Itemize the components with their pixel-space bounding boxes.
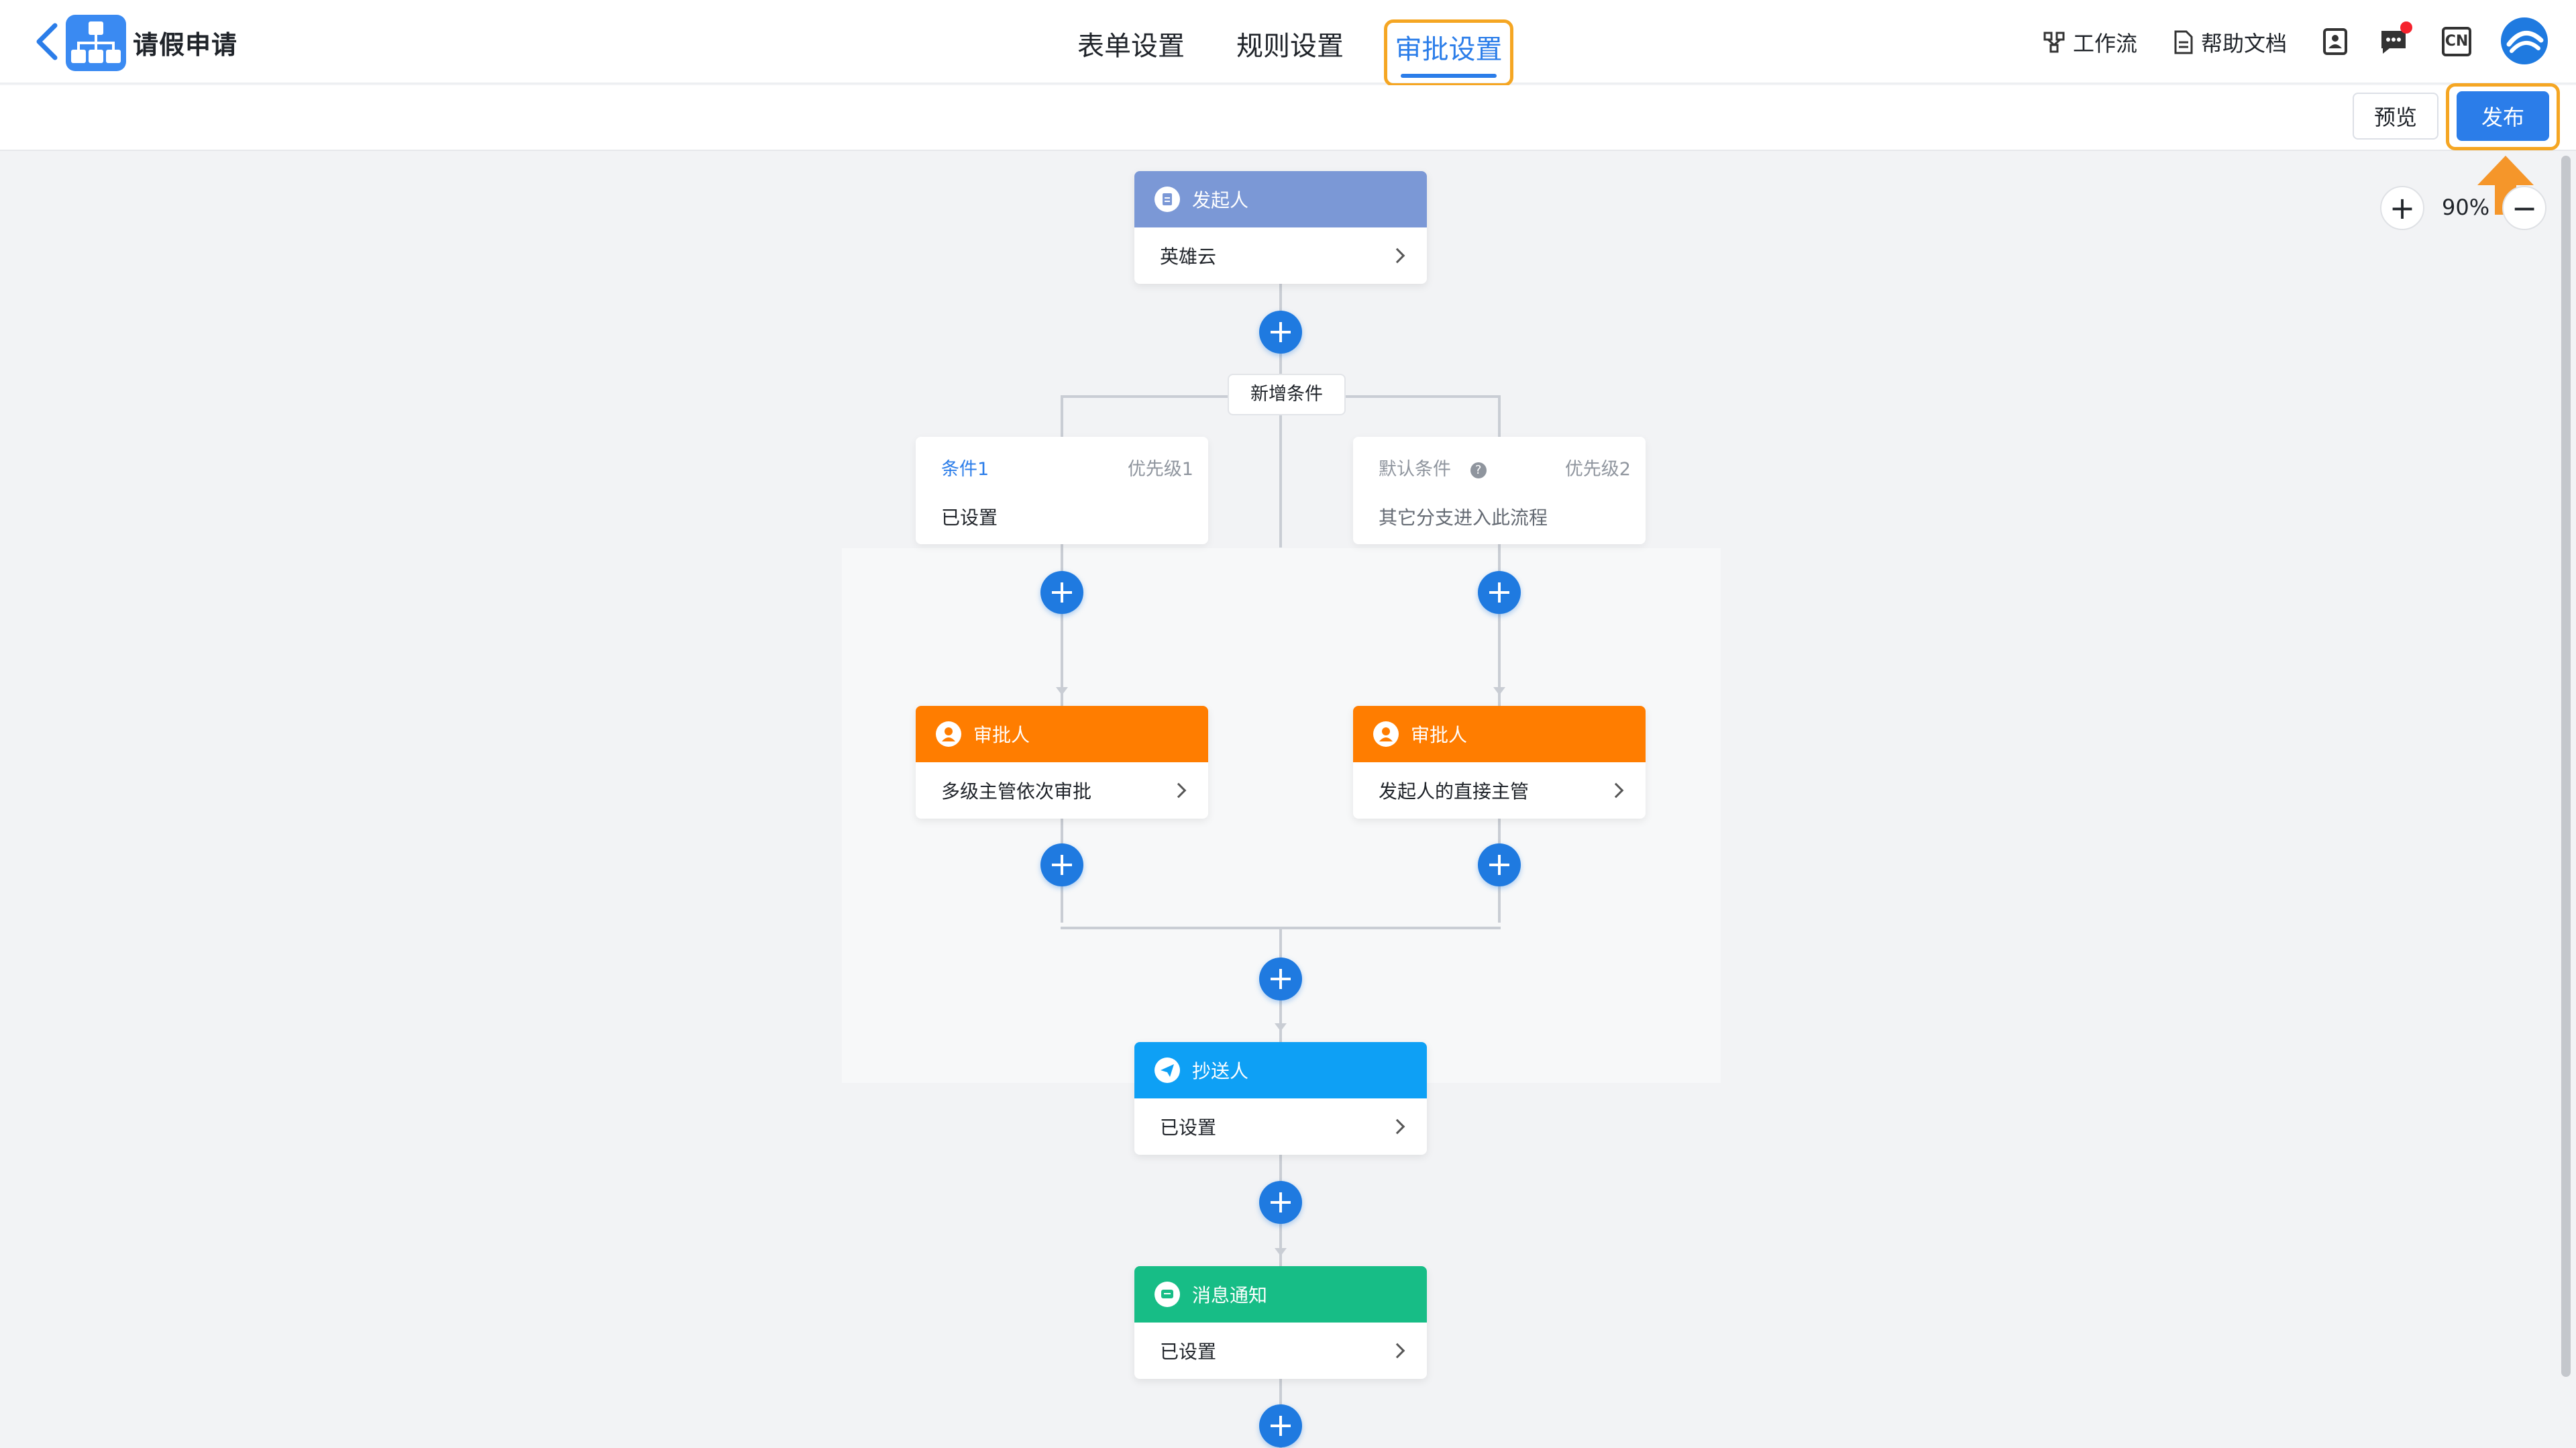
approver-title: 审批人 <box>1411 724 1468 746</box>
connector-line <box>1498 395 1501 450</box>
initiator-node[interactable]: 发起人 英雄云 <box>1134 171 1427 284</box>
approver-node-header: 审批人 <box>916 706 1208 762</box>
language-label: CN <box>2445 33 2469 50</box>
condition-priority: 优先级2 <box>1564 459 1631 480</box>
language-switch[interactable]: CN <box>2442 27 2471 56</box>
zoom-out-button[interactable]: − <box>2502 186 2546 230</box>
cc-node-body: 已设置 <box>1134 1098 1427 1155</box>
app-title: 请假申请 <box>133 30 238 60</box>
cc-node[interactable]: 抄送人 已设置 <box>1134 1042 1427 1155</box>
add-condition-button[interactable]: 新增条件 <box>1228 374 1346 415</box>
contacts-icon[interactable] <box>2319 25 2351 58</box>
back-arrow-icon[interactable] <box>31 21 64 62</box>
approver-node-header: 审批人 <box>1353 706 1646 762</box>
workflow-label: 工作流 <box>2073 31 2138 56</box>
notify-node-body: 已设置 <box>1134 1323 1427 1379</box>
cc-value: 已设置 <box>1160 1117 1217 1139</box>
connector-line <box>1061 395 1063 450</box>
preview-button[interactable]: 预览 <box>2353 93 2438 140</box>
initiator-node-body: 英雄云 <box>1134 227 1427 284</box>
vertical-scrollbar[interactable] <box>2561 156 2571 1377</box>
condition-card-default[interactable]: 默认条件 ? 优先级2 其它分支进入此流程 <box>1353 437 1646 544</box>
arrow-down-icon <box>1275 1248 1287 1256</box>
tab-approval-settings[interactable]: 审批设置 <box>1384 19 1513 87</box>
approver-value: 多级主管依次审批 <box>941 780 1092 803</box>
connector-line <box>1498 544 1501 847</box>
publish-highlight-ring <box>2446 83 2560 150</box>
chevron-right-icon <box>1171 782 1187 798</box>
add-node-button[interactable] <box>1259 1181 1302 1224</box>
person-icon <box>936 721 961 747</box>
approver-title: 审批人 <box>973 724 1030 746</box>
initiator-title: 发起人 <box>1192 189 1249 211</box>
connector-line <box>1279 284 1282 548</box>
message-icon[interactable] <box>2377 25 2410 58</box>
cc-title: 抄送人 <box>1192 1060 1249 1082</box>
condition-name: 条件1 <box>941 459 989 480</box>
chevron-right-icon <box>1389 1343 1405 1359</box>
initiator-icon <box>1155 187 1180 212</box>
condition-card-1[interactable]: 条件1 优先级1 已设置 <box>916 437 1208 544</box>
add-node-button[interactable] <box>1040 843 1083 886</box>
tab-form-settings[interactable]: 表单设置 <box>1077 31 1185 62</box>
approver-node-1[interactable]: 审批人 多级主管依次审批 <box>916 706 1208 819</box>
workflow-link[interactable]: 工作流 <box>2042 27 2137 58</box>
add-node-button[interactable] <box>1478 843 1521 886</box>
condition-desc: 其它分支进入此流程 <box>1379 507 1548 529</box>
tab-rule-settings[interactable]: 规则设置 <box>1236 31 1344 62</box>
top-bar: 请假申请 表单设置 规则设置 审批设置 工作流 帮助文档 <box>0 0 2576 87</box>
chat-icon <box>1155 1282 1180 1307</box>
workflow-icon <box>2043 32 2065 53</box>
condition-name: 默认条件 <box>1379 459 1451 480</box>
chevron-right-icon <box>1389 1119 1405 1135</box>
user-avatar[interactable] <box>2501 17 2548 64</box>
connector-line <box>1061 544 1063 847</box>
app-logo-icon <box>66 15 126 71</box>
notification-dot <box>2400 21 2412 34</box>
arrow-down-icon <box>1056 687 1068 695</box>
send-icon <box>1155 1057 1180 1083</box>
active-tab-underline <box>1401 74 1497 78</box>
help-docs-label: 帮助文档 <box>2201 31 2288 56</box>
approver-node-body: 多级主管依次审批 <box>916 762 1208 819</box>
zoom-in-button[interactable]: + <box>2380 186 2424 230</box>
notify-title: 消息通知 <box>1192 1284 1268 1306</box>
notify-node-header: 消息通知 <box>1134 1266 1427 1323</box>
approver-node-2[interactable]: 审批人 发起人的直接主管 <box>1353 706 1646 819</box>
help-question-icon[interactable]: ? <box>1470 462 1487 478</box>
document-icon <box>2174 30 2193 54</box>
add-node-button[interactable] <box>1259 1404 1302 1447</box>
tab-approval-settings-label: 审批设置 <box>1395 34 1503 65</box>
add-node-button[interactable] <box>1478 571 1521 614</box>
notify-value: 已设置 <box>1160 1341 1217 1363</box>
help-docs-link[interactable]: 帮助文档 <box>2173 27 2287 58</box>
condition-desc: 已设置 <box>941 507 998 529</box>
cc-node-header: 抄送人 <box>1134 1042 1427 1098</box>
approver-node-body: 发起人的直接主管 <box>1353 762 1646 819</box>
add-node-button[interactable] <box>1259 311 1302 354</box>
up-arrow-hint-icon <box>2477 156 2534 215</box>
notify-node[interactable]: 消息通知 已设置 <box>1134 1266 1427 1379</box>
flow-canvas: 发起人 英雄云 新增条件 条件1 优先级1 已设置 默认条件 ? 优先级2 其它… <box>0 152 2576 1448</box>
publish-button[interactable]: 发布 <box>2457 91 2549 141</box>
condition-priority: 优先级1 <box>1127 459 1193 480</box>
arrow-down-icon <box>1493 687 1505 695</box>
add-node-button[interactable] <box>1040 571 1083 614</box>
initiator-value: 英雄云 <box>1160 246 1217 268</box>
chevron-right-icon <box>1608 782 1624 798</box>
approver-value: 发起人的直接主管 <box>1379 780 1529 803</box>
chevron-right-icon <box>1389 248 1405 264</box>
person-icon <box>1373 721 1399 747</box>
add-node-button[interactable] <box>1259 958 1302 1000</box>
initiator-node-header: 发起人 <box>1134 171 1427 227</box>
arrow-down-icon <box>1275 1023 1287 1031</box>
zoom-level: 90% <box>2442 195 2490 220</box>
action-bar <box>0 85 2576 151</box>
